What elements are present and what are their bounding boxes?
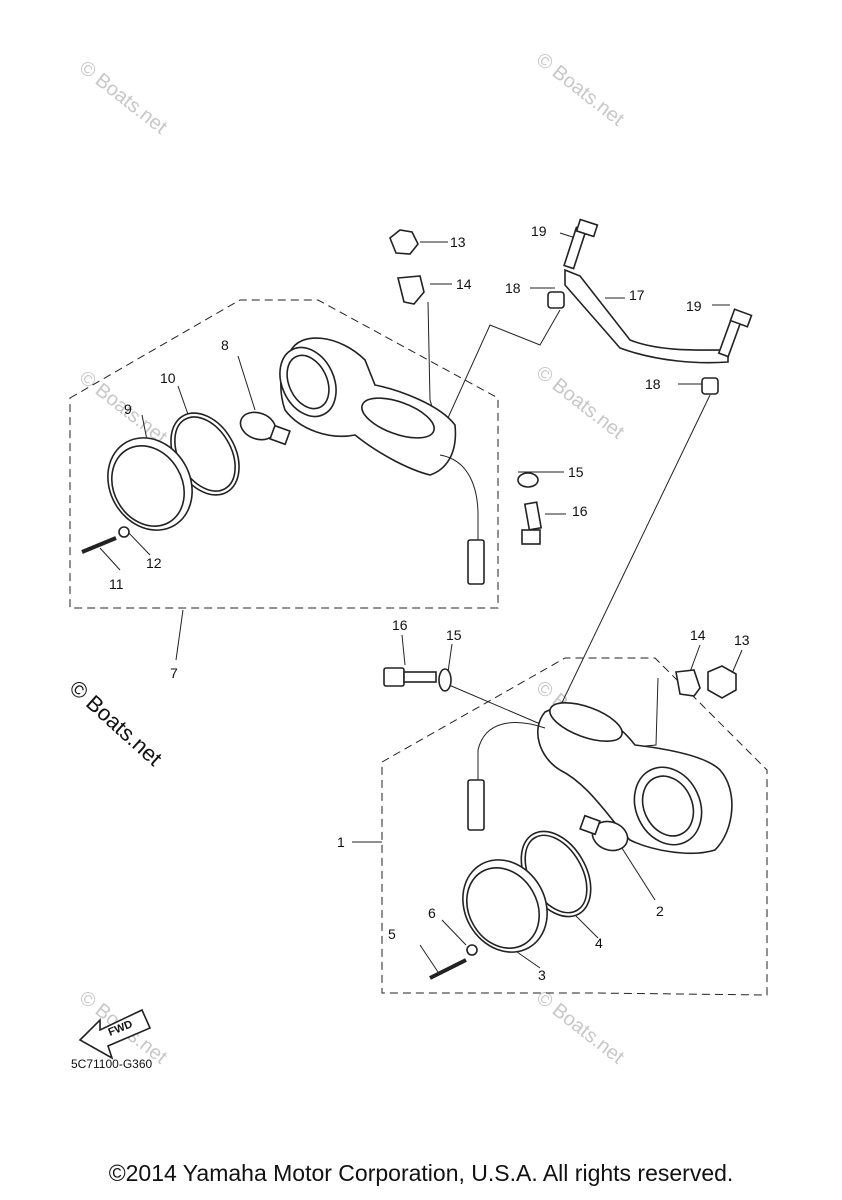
callout-12: 12: [146, 555, 162, 571]
bulb-base-lower: [579, 814, 601, 836]
collar-18-upper: [547, 291, 565, 309]
callout-6: 6: [428, 905, 436, 921]
screw-upper: [81, 536, 117, 554]
callout-16-upper: 16: [572, 503, 588, 519]
callout-8: 8: [221, 337, 229, 353]
callout-14-lower: 14: [690, 627, 706, 643]
connector-upper: [467, 539, 485, 585]
callout-15-lower: 15: [446, 627, 462, 643]
callout-16-lower: 16: [392, 617, 408, 633]
nut-upper: [389, 229, 419, 255]
callout-17: 17: [629, 287, 645, 303]
connector-lower: [467, 779, 485, 831]
bolt-16-lower: [383, 667, 405, 687]
screw-lower: [429, 958, 467, 980]
housing-inner-upper: [286, 354, 330, 410]
collar-18-lower: [701, 377, 719, 395]
bolt-19-head-upper: [575, 218, 599, 238]
housing-inner-lower: [641, 775, 695, 837]
watermark: © Boats.net: [532, 987, 628, 1069]
callout-7: 7: [170, 665, 178, 681]
wire-lower: [477, 722, 546, 780]
lower-assembly: [383, 665, 737, 980]
callout-11: 11: [109, 576, 124, 592]
bolt-19-head-lower: [729, 308, 753, 328]
bolt-16-shaft-lower: [403, 671, 437, 683]
bolt-16-head-upper: [521, 529, 541, 545]
watermark: © Boats.net: [532, 362, 628, 444]
stay-mount-lower: [549, 702, 623, 742]
bolt-16-upper: [523, 501, 543, 531]
stay-assembly: [547, 218, 753, 395]
lens-face-lower: [466, 867, 540, 949]
leader-lines: [99, 232, 743, 973]
watermark-large: © Boats.net: [65, 675, 167, 771]
stay-mount-upper: [361, 397, 435, 439]
stay: [564, 268, 729, 364]
callout-19-lower: 19: [686, 298, 702, 314]
callout-13-upper: 13: [450, 234, 466, 250]
copyright-notice: ©2014 Yamaha Motor Corporation, U.S.A. A…: [108, 1160, 734, 1186]
callout-3: 3: [538, 967, 546, 983]
callout-5: 5: [388, 926, 396, 942]
callout-labels: 1 2 3 4 5 6 7 8 9 10 11 12 13 14 15 16 1…: [109, 223, 750, 983]
callout-18-upper: 18: [505, 280, 521, 296]
callout-15-upper: 15: [568, 464, 584, 480]
collar-lower: [675, 669, 701, 697]
lens-face-upper: [111, 445, 185, 527]
callout-9: 9: [124, 401, 132, 417]
callout-4: 4: [595, 935, 603, 951]
washer-15-lower: [438, 668, 452, 692]
washer-15-upper: [517, 472, 539, 488]
collar-upper: [396, 275, 425, 305]
watermark: © Boats.net: [75, 57, 171, 139]
wire-upper: [439, 454, 479, 540]
washer-upper: [118, 526, 130, 538]
callout-18-lower: 18: [645, 376, 661, 392]
callout-1: 1: [337, 834, 345, 850]
callout-14-upper: 14: [456, 276, 472, 292]
nut-lower: [707, 665, 737, 699]
fwd-arrow-icon: FWD: [78, 1008, 152, 1060]
washer-lower: [466, 944, 478, 956]
callout-2: 2: [656, 903, 664, 919]
upper-assembly: [81, 229, 543, 585]
watermark: © Boats.net: [532, 49, 628, 131]
callout-13-lower: 13: [734, 632, 750, 648]
bulb-base-upper: [269, 424, 291, 446]
callout-10: 10: [160, 370, 176, 386]
callout-19-upper: 19: [531, 223, 547, 239]
assembly-outline-upper: [69, 299, 499, 609]
assembly-outline-lower: [381, 657, 768, 996]
diagram-code: 5C71100-G360: [71, 1057, 152, 1071]
